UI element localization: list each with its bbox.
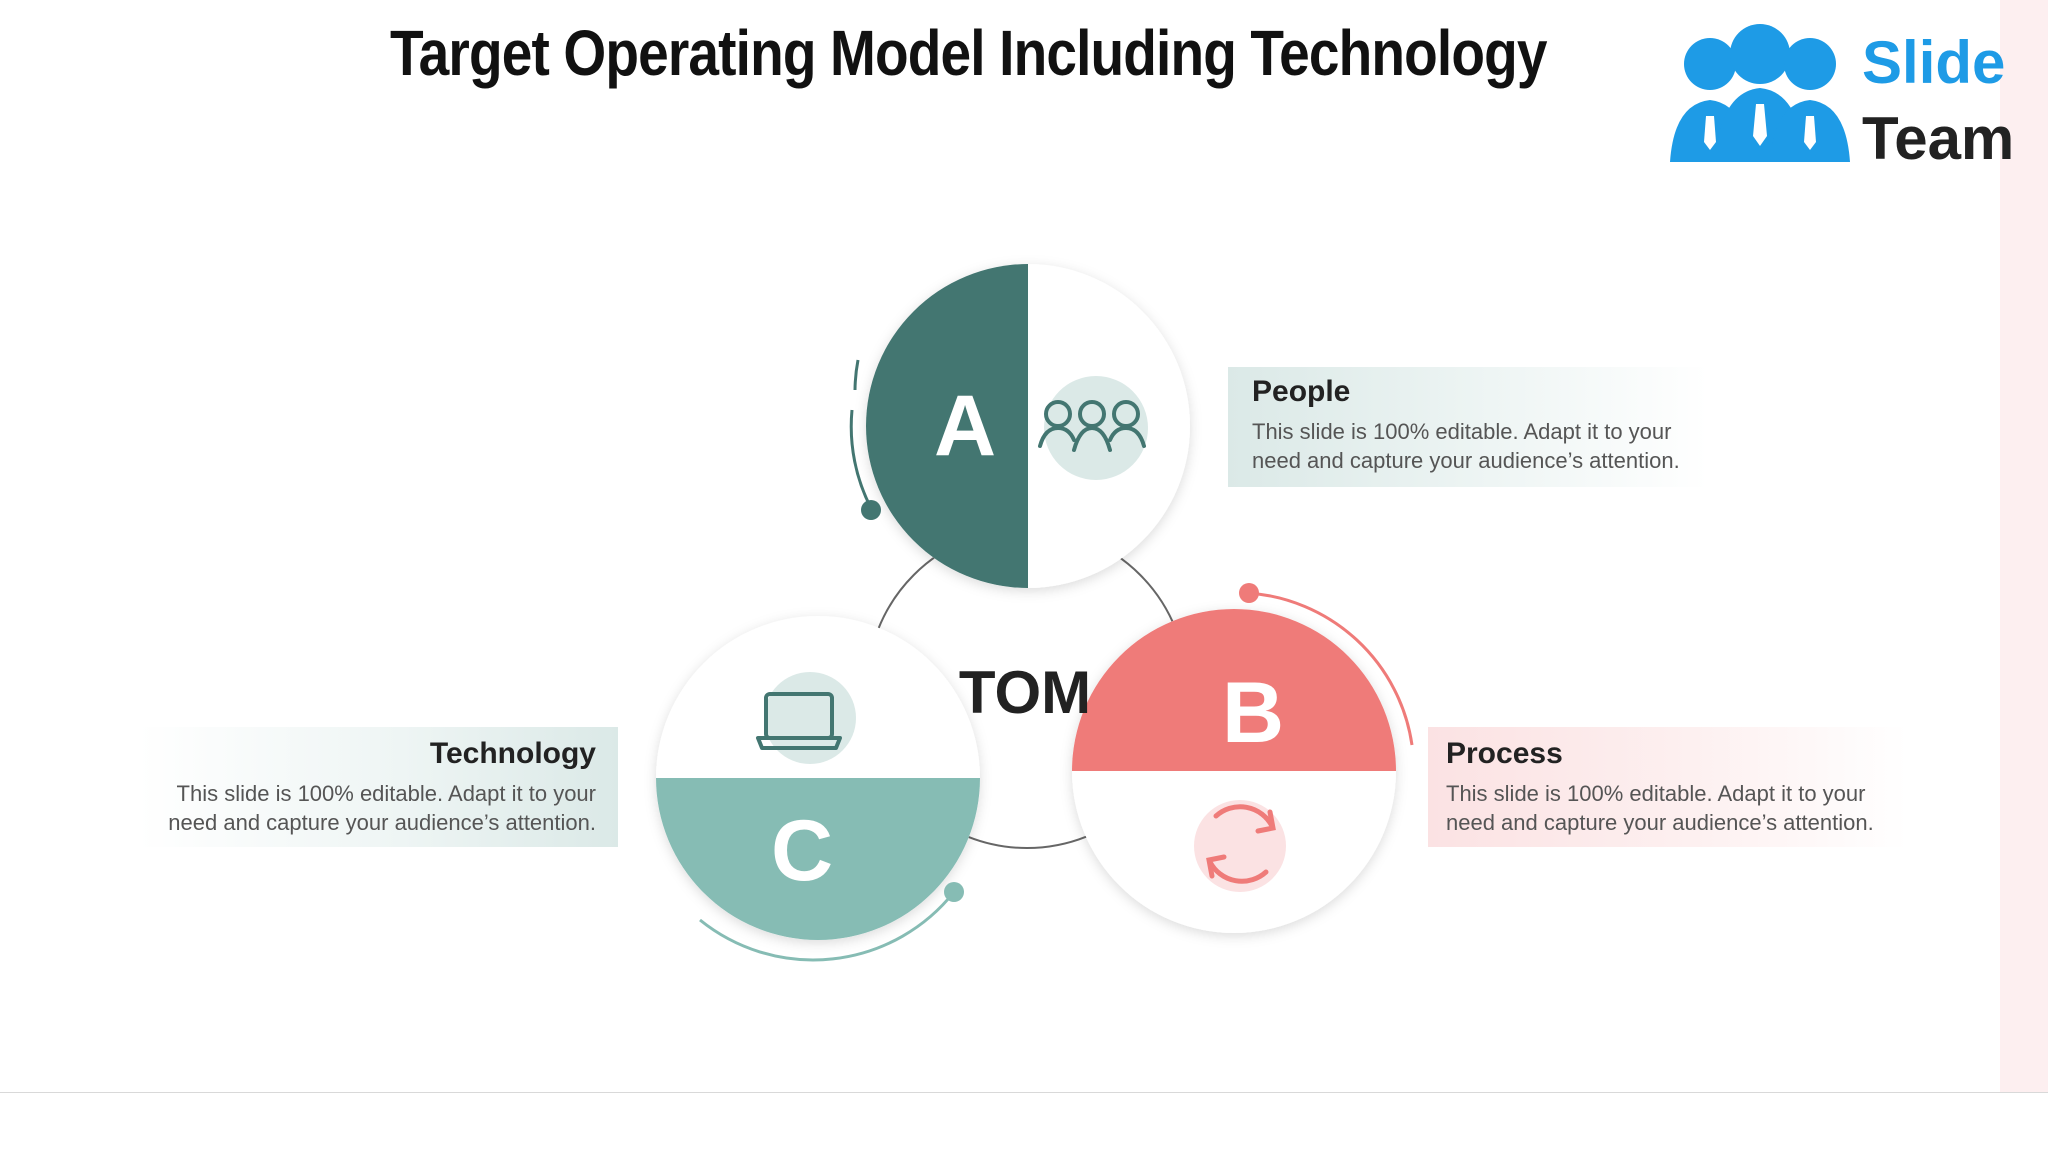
people-heading: People (1252, 375, 1351, 408)
slide-title: Target Operating Model Including Technol… (390, 17, 1547, 89)
technology-body: This slide is 100% editable. Adapt it to… (168, 781, 596, 835)
segment-a-people (849, 264, 1190, 588)
process-body: This slide is 100% editable. Adapt it to… (1446, 781, 1874, 835)
tom-diagram: A B C TOM (656, 264, 1414, 962)
process-heading: Process (1446, 737, 1563, 770)
bottom-divider (0, 1092, 2048, 1093)
people-icon (1038, 400, 1146, 452)
letter-c: C (771, 803, 833, 899)
slide-team-logo (1670, 24, 1850, 162)
technology-heading: Technology (429, 737, 596, 770)
letter-a: A (934, 378, 996, 474)
center-label: TOM (959, 659, 1091, 726)
callout-process: Process This slide is 100% editable. Ada… (1428, 727, 1908, 847)
right-edge-strip (2000, 0, 2048, 1092)
logo-text-slide: Slide (1862, 29, 2006, 96)
letter-b: B (1222, 665, 1284, 761)
refresh-cycle-icon (1206, 804, 1276, 884)
segment-b-process (1072, 583, 1414, 933)
segment-c-technology (656, 616, 980, 962)
people-body: This slide is 100% editable. Adapt it to… (1252, 419, 1680, 473)
callout-people: People This slide is 100% editable. Adap… (1228, 367, 1708, 487)
laptop-icon (756, 692, 842, 750)
logo-text-team: Team (1862, 105, 2015, 172)
callout-technology: Technology This slide is 100% editable. … (138, 727, 618, 847)
